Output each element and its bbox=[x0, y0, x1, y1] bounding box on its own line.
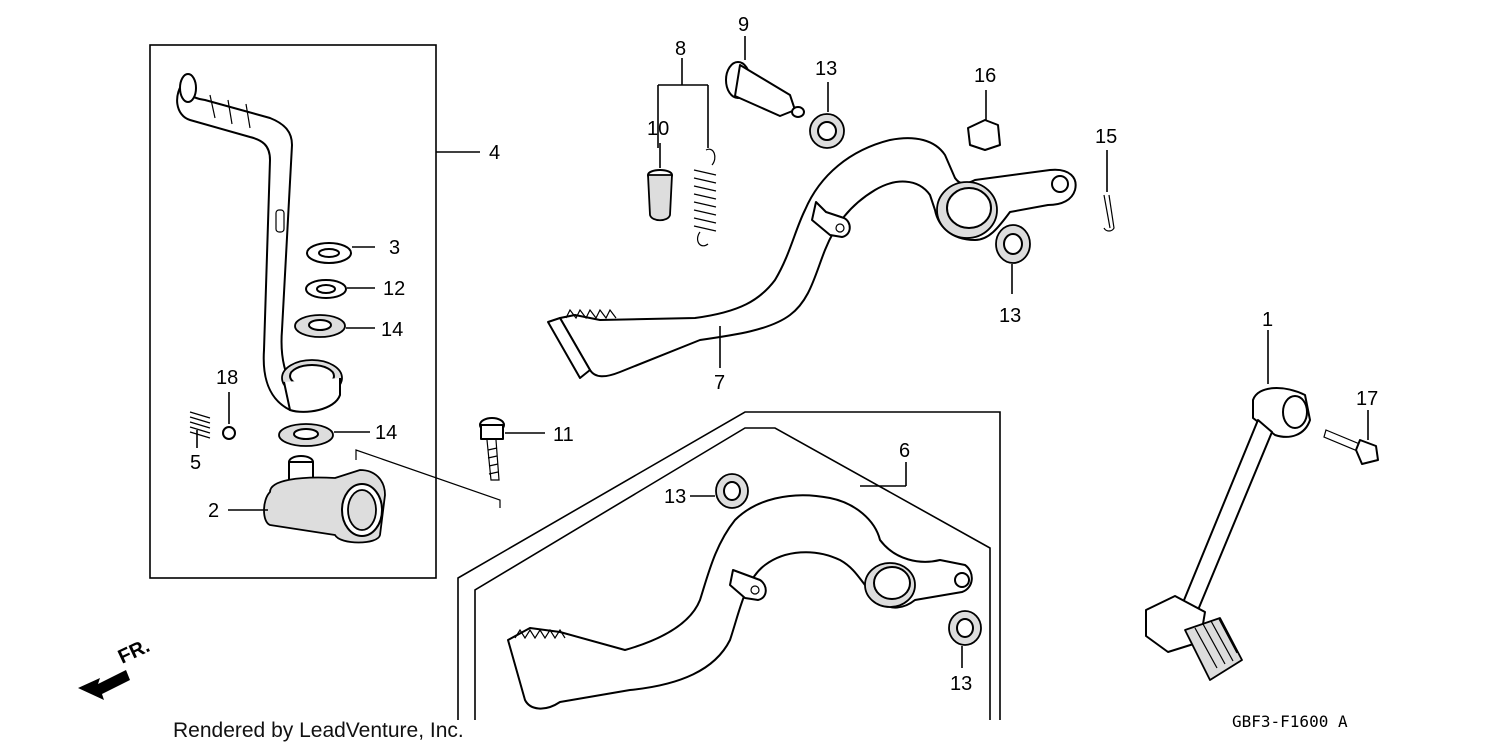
brake-pedal-option-box bbox=[457, 411, 1001, 720]
callout-13-top: 13 bbox=[815, 58, 837, 80]
kick-starter-arm bbox=[176, 73, 343, 413]
front-direction-arrow-icon: FR. bbox=[78, 635, 153, 700]
callout-14-upper: 14 bbox=[381, 319, 403, 341]
callout-11: 11 bbox=[553, 424, 574, 446]
clip-part bbox=[967, 90, 1001, 151]
spring-group-bracket bbox=[657, 58, 709, 148]
callout-7: 7 bbox=[714, 372, 725, 394]
callout-10: 10 bbox=[647, 118, 669, 140]
washer-part bbox=[305, 279, 375, 299]
bolt-part bbox=[479, 417, 545, 481]
callout-6: 6 bbox=[899, 440, 910, 462]
callout-13-lower-right: 13 bbox=[950, 673, 972, 695]
bearing-lower-right-part bbox=[948, 610, 982, 668]
callout-4: 4 bbox=[489, 142, 500, 164]
footer-credit: Rendered by LeadVenture, Inc. bbox=[173, 719, 464, 742]
callout-5: 5 bbox=[190, 452, 201, 474]
diagram-code: GBF3-F1600 A bbox=[1232, 712, 1348, 731]
collar-part bbox=[647, 143, 673, 222]
callout-13-lower-left: 13 bbox=[664, 486, 686, 508]
callout-8: 8 bbox=[675, 38, 686, 60]
callout-13-right: 13 bbox=[999, 305, 1021, 327]
circlip-part bbox=[306, 242, 375, 264]
steel-ball-part bbox=[222, 392, 236, 440]
callout-16: 16 bbox=[974, 65, 996, 87]
callout-3: 3 bbox=[389, 237, 400, 259]
callout-2: 2 bbox=[208, 500, 219, 522]
pivot-bolt-part bbox=[725, 36, 805, 118]
callout-1: 1 bbox=[1262, 309, 1273, 331]
kick-starter-assembly-box bbox=[149, 44, 480, 579]
bearing-top-part bbox=[809, 82, 845, 149]
callout-17: 17 bbox=[1356, 388, 1378, 410]
bolt-connector-line bbox=[355, 449, 501, 508]
brake-pedal-part bbox=[547, 137, 1077, 379]
cotter-pin-part bbox=[1103, 150, 1115, 232]
callout-14-lower: 14 bbox=[375, 422, 397, 444]
bearing-right-part bbox=[995, 224, 1031, 294]
spring-washer-upper-part bbox=[294, 314, 375, 338]
spring-part bbox=[189, 411, 211, 448]
callout-12: 12 bbox=[383, 278, 405, 300]
spring-washer-lower-part bbox=[278, 423, 370, 447]
brake-pedal-alt-part bbox=[507, 494, 973, 710]
gear-change-pedal-part bbox=[1145, 330, 1311, 681]
front-marker-label: FR. bbox=[115, 635, 153, 669]
callout-15: 15 bbox=[1095, 126, 1117, 148]
pinch-bolt-part bbox=[1323, 410, 1379, 465]
bearing-lower-left-part bbox=[690, 473, 749, 509]
kick-starter-boss-part bbox=[228, 455, 386, 544]
return-spring-part bbox=[693, 148, 717, 247]
callout-18: 18 bbox=[216, 367, 238, 389]
callout-9: 9 bbox=[738, 14, 749, 36]
callout-numbers: 1 2 3 4 5 6 7 8 9 10 11 12 13 13 13 13 1… bbox=[190, 14, 1378, 695]
